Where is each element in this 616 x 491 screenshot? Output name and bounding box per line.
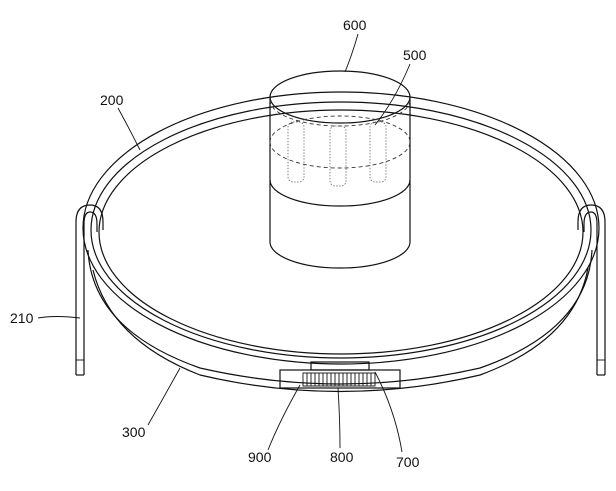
container: [269, 70, 411, 269]
label-300: 300: [122, 424, 146, 440]
label-800: 800: [330, 449, 354, 465]
label-700: 700: [396, 454, 420, 470]
lower-body: [87, 249, 593, 393]
right-handle: [577, 204, 606, 376]
label-500: 500: [403, 47, 427, 63]
leader-lines: [37, 33, 411, 453]
grille: [306, 373, 372, 386]
inner-part: [287, 121, 387, 187]
front-module: [279, 361, 401, 389]
upper-body: [82, 91, 600, 365]
label-200: 200: [100, 92, 124, 108]
label-600: 600: [343, 17, 367, 33]
label-210: 210: [10, 310, 34, 326]
label-900: 900: [248, 449, 272, 465]
left-handle: [75, 204, 104, 376]
